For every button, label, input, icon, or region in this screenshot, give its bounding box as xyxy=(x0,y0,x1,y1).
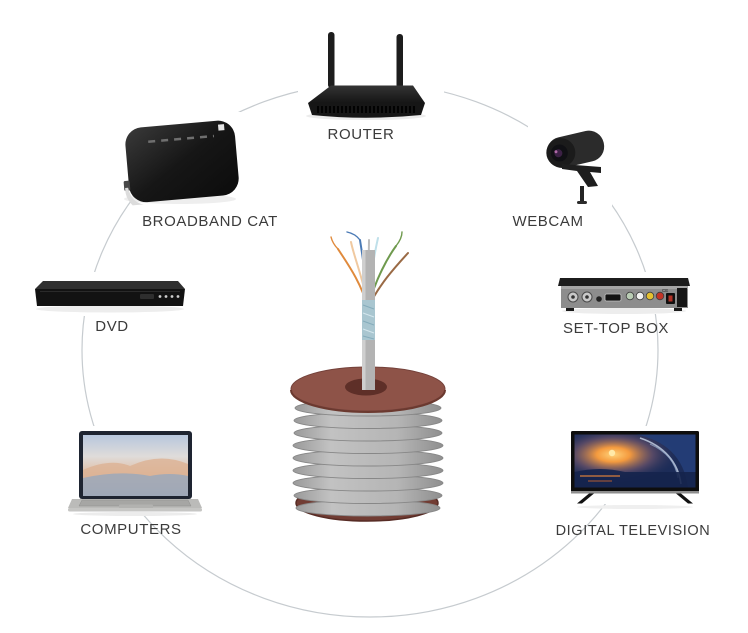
label-digital-television: DIGITAL TELEVISION xyxy=(555,523,711,539)
svg-text:CE: CE xyxy=(662,288,668,293)
digital-television-image xyxy=(571,431,699,509)
lan-cable-spool-image xyxy=(290,231,446,522)
label-dvd: DVD xyxy=(95,318,129,335)
label-router: ROUTER xyxy=(327,126,395,143)
broadband-cat-image xyxy=(123,120,239,206)
label-set-top-box: SET-TOP BOX xyxy=(562,320,670,337)
label-broadband-cat: BROADBAND CAT xyxy=(142,213,278,230)
computers-image xyxy=(68,431,202,516)
webcam-image xyxy=(546,130,605,204)
router-image xyxy=(306,32,426,120)
label-webcam: WEBCAM xyxy=(512,213,584,230)
label-computers: COMPUTERS xyxy=(80,521,182,538)
dvd-image xyxy=(35,281,185,313)
set-top-box-image: CE xyxy=(558,278,690,314)
